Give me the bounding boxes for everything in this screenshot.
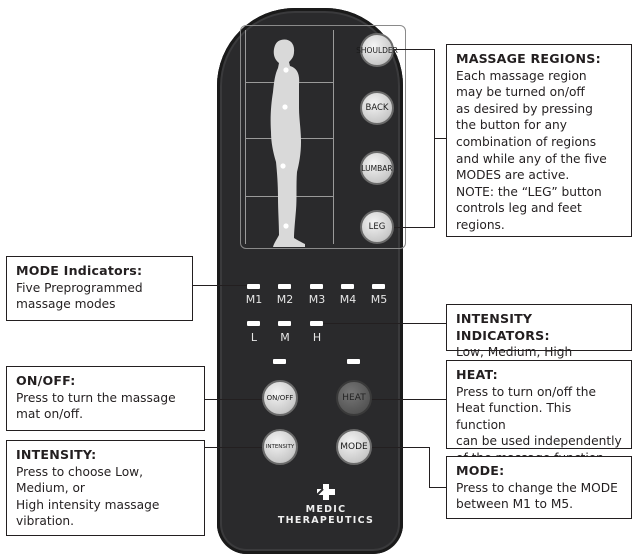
shoulder-button[interactable]: SHOULDER: [356, 33, 398, 67]
callout-intensity-indicators: INTENSITY INDICATORS: Low, Medium, High: [446, 304, 632, 359]
callout-line: can be used independently: [456, 434, 622, 449]
mode-indicator-m5: [372, 284, 385, 289]
callout-line: Heat function. This function: [456, 401, 572, 432]
intensity-button[interactable]: INTENSITY: [262, 429, 298, 465]
medic-therapeutics-logo: MEDIC THERAPEUTICS: [271, 484, 381, 526]
callout-title: INTENSITY:: [16, 447, 97, 462]
callout-massage-regions: MASSAGE REGIONS: Each massage region may…: [446, 44, 632, 237]
callout-line: Each massage region: [456, 68, 587, 83]
body-silhouette-icon: [270, 39, 305, 247]
callout-line: massage modes: [16, 297, 116, 312]
callout-intensity: INTENSITY: Press to choose Low, Medium, …: [6, 440, 205, 536]
mode-label-m3: M3: [308, 293, 326, 306]
heat-indicator: [347, 359, 360, 364]
connector-intensity: [205, 447, 262, 448]
lumbar-button[interactable]: LUMBAR: [360, 151, 394, 185]
callout-line: controls leg and feet: [456, 201, 582, 216]
connector-leg: [394, 227, 435, 228]
connector-onoff: [205, 399, 262, 400]
logo-line-2: THERAPEUTICS: [277, 515, 375, 526]
callout-mode: MODE: Press to change the MODE between M…: [446, 456, 632, 519]
callout-line: mat on/off.: [16, 407, 84, 422]
mode-label-m5: M5: [370, 293, 388, 306]
callout-line: the button for any: [456, 118, 567, 133]
onoff-indicator: [273, 359, 286, 364]
logo-cross-icon: [316, 484, 335, 500]
connector-mode-indicators: [193, 285, 247, 286]
callout-line: Five Preprogrammed: [16, 280, 143, 295]
callout-mode-indicators: MODE Indicators: Five Preprogrammed mass…: [6, 256, 193, 321]
mode-label-m1: M1: [245, 293, 263, 306]
heat-button[interactable]: HEAT: [336, 380, 372, 416]
callout-line: combination of regions: [456, 134, 597, 149]
callout-line: as desired by pressing: [456, 101, 593, 116]
connector-heat: [372, 399, 446, 400]
intensity-indicator-medium: [278, 321, 291, 326]
callout-line: NOTE: the “LEG” button: [456, 184, 602, 199]
callout-onoff: ON/OFF: Press to turn the massage mat on…: [6, 366, 205, 431]
callout-title: INTENSITY INDICATORS:: [456, 311, 550, 343]
callout-title: ON/OFF:: [16, 373, 76, 388]
connector-regions-box: [434, 138, 446, 139]
callout-line: Press to change the MODE: [456, 480, 618, 495]
callout-heat: HEAT: Press to turn on/off the Heat func…: [446, 360, 632, 465]
connector-mode-vertical: [429, 447, 430, 488]
callout-line: between M1 to M5.: [456, 497, 573, 512]
mode-indicator-m1: [247, 284, 260, 289]
onoff-button[interactable]: ON/OFF: [262, 380, 298, 416]
callout-line: Press to choose Low,: [16, 464, 143, 479]
mode-indicator-m3: [310, 284, 323, 289]
mode-label-m2: M2: [276, 293, 294, 306]
connector-intensity-indicators: [323, 323, 446, 324]
body-zone-panel: [240, 25, 406, 249]
callout-title: MASSAGE REGIONS:: [456, 51, 601, 66]
callout-line: MODES are active.: [456, 168, 570, 183]
callout-line: High intensity massage: [16, 497, 160, 512]
callout-line: Medium, or: [16, 481, 85, 496]
leg-button[interactable]: LEG: [360, 210, 394, 244]
intensity-label-medium: M: [280, 331, 290, 344]
mode-button[interactable]: MODE: [336, 429, 372, 465]
zone-right-rail: [333, 30, 334, 244]
back-button[interactable]: BACK: [360, 91, 394, 125]
zone-left-rail: [245, 30, 246, 244]
logo-line-1: MEDIC: [305, 504, 347, 515]
intensity-indicator-high: [310, 321, 323, 326]
intensity-label-high: H: [312, 331, 322, 344]
connector-mode-h1: [372, 447, 430, 448]
intensity-indicator-low: [247, 321, 260, 326]
callout-line: Press to turn the massage: [16, 390, 176, 405]
connector-mode-h2: [429, 487, 446, 488]
callout-line: Press to turn on/off the: [456, 384, 596, 399]
callout-title: HEAT:: [456, 367, 498, 382]
callout-title: MODE Indicators:: [16, 263, 143, 278]
mode-indicator-m2: [278, 284, 291, 289]
callout-line: Low, Medium, High: [456, 345, 573, 360]
connector-shoulder: [394, 49, 435, 50]
callout-title: MODE:: [456, 463, 505, 478]
callout-line: and while any of the five: [456, 151, 607, 166]
callout-line: vibration.: [16, 514, 75, 529]
intensity-label-low: L: [250, 331, 258, 344]
mode-indicator-m4: [341, 284, 354, 289]
callout-line: regions.: [456, 217, 505, 232]
mode-label-m4: M4: [339, 293, 357, 306]
callout-line: may be turned on/off: [456, 85, 585, 100]
